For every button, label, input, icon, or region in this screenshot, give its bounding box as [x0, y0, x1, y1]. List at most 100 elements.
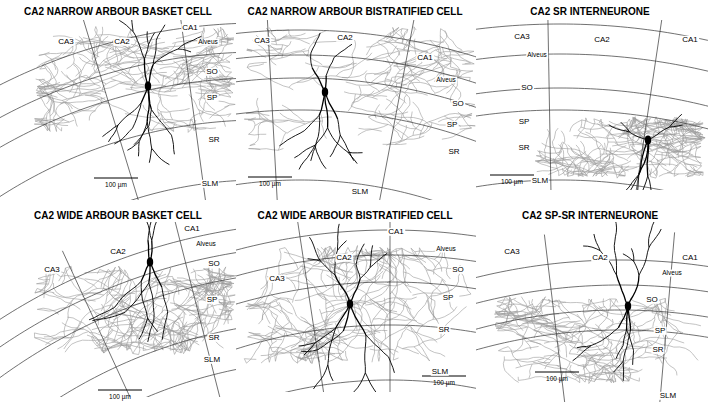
- region-label: CA1: [681, 254, 699, 262]
- region-label: SP: [206, 94, 219, 102]
- dendrite: [370, 253, 387, 267]
- layer-boundary: [476, 88, 708, 190]
- region-label: Alveus: [435, 246, 457, 253]
- axon: [549, 299, 561, 307]
- axon: [653, 148, 668, 175]
- axon: [158, 327, 204, 337]
- axon: [641, 337, 685, 343]
- axon: [65, 268, 82, 293]
- axon: [427, 300, 435, 318]
- axon: [659, 164, 679, 177]
- axon: [461, 114, 472, 119]
- axon: [404, 62, 416, 74]
- axon: [391, 63, 422, 88]
- axon: [414, 344, 430, 361]
- region-label: SO: [205, 68, 219, 76]
- axon: [143, 327, 164, 350]
- axon: [419, 62, 437, 76]
- dendrite: [634, 261, 639, 275]
- axon: [126, 89, 178, 96]
- region-label: CA1: [416, 54, 434, 62]
- axon: [655, 117, 659, 135]
- axon: [571, 169, 612, 172]
- axon: [99, 270, 122, 280]
- scale-bar: [98, 390, 142, 391]
- axon: [323, 63, 357, 68]
- axon: [583, 353, 606, 379]
- dendrite: [638, 176, 647, 190]
- region-label: SR: [651, 346, 664, 354]
- region-boundary: [62, 251, 145, 397]
- axon: [37, 307, 66, 314]
- axon: [303, 52, 323, 65]
- axon: [581, 125, 608, 130]
- region-label: CA3: [503, 248, 521, 256]
- axon: [683, 155, 701, 157]
- axon: [316, 340, 348, 360]
- axon: [85, 279, 126, 297]
- axon: [280, 113, 323, 122]
- panel-drawing: [236, 20, 476, 200]
- layer-boundary: [0, 78, 236, 200]
- axon: [176, 304, 205, 332]
- axon: [557, 163, 580, 166]
- axon: [419, 124, 424, 138]
- axon: [383, 143, 407, 145]
- dendrite: [623, 254, 634, 262]
- axon: [589, 354, 605, 382]
- dendrite: [144, 45, 148, 59]
- dendrite: [338, 119, 341, 135]
- axon: [379, 265, 411, 293]
- dendrite: [156, 25, 165, 40]
- panel-title: CA2 WIDE ARBOUR BASKET CELL: [33, 211, 203, 222]
- axon: [504, 303, 550, 316]
- dendrite: [356, 244, 364, 265]
- panel-title: CA2 WIDE ARBOUR BISTRATIFIED CELL: [257, 211, 454, 222]
- dendrite: [313, 365, 327, 389]
- axon: [65, 103, 78, 127]
- axon: [187, 126, 216, 128]
- axon: [208, 334, 223, 348]
- dendrite: [325, 92, 328, 128]
- axon: [591, 358, 618, 377]
- axon: [495, 325, 512, 329]
- dendrite: [311, 147, 316, 161]
- dendrite: [627, 330, 634, 350]
- dendrite: [147, 122, 151, 149]
- axon: [248, 121, 266, 135]
- dendrite: [151, 110, 171, 135]
- axon: [45, 332, 89, 345]
- axon: [645, 352, 677, 375]
- axon: [158, 112, 177, 126]
- dendrite: [614, 246, 616, 276]
- axon: [298, 343, 324, 362]
- dendrite: [119, 20, 133, 31]
- axon: [40, 53, 63, 69]
- layer-boundary: [236, 325, 476, 392]
- axon: [411, 248, 423, 265]
- axon: [495, 304, 514, 313]
- axon: [694, 142, 702, 166]
- axon: [632, 117, 643, 137]
- region-label: CA3: [57, 38, 75, 46]
- axon: [663, 316, 701, 326]
- axon: [532, 306, 556, 307]
- axon: [569, 345, 600, 370]
- axon: [395, 126, 429, 145]
- axon: [648, 166, 656, 178]
- layer-boundary: [0, 23, 236, 200]
- region-boundary: [547, 20, 551, 190]
- dendrite: [315, 115, 319, 147]
- axon: [391, 114, 431, 126]
- dendrite: [616, 346, 623, 359]
- axon: [214, 29, 219, 36]
- dendrite: [389, 357, 395, 373]
- axon: [266, 49, 305, 54]
- axon: [98, 298, 120, 321]
- scale-label: 100 µm: [108, 394, 132, 401]
- dendrite: [623, 330, 630, 361]
- layer-boundary: [476, 285, 708, 402]
- axon: [224, 72, 232, 82]
- region-boundary: [390, 222, 391, 392]
